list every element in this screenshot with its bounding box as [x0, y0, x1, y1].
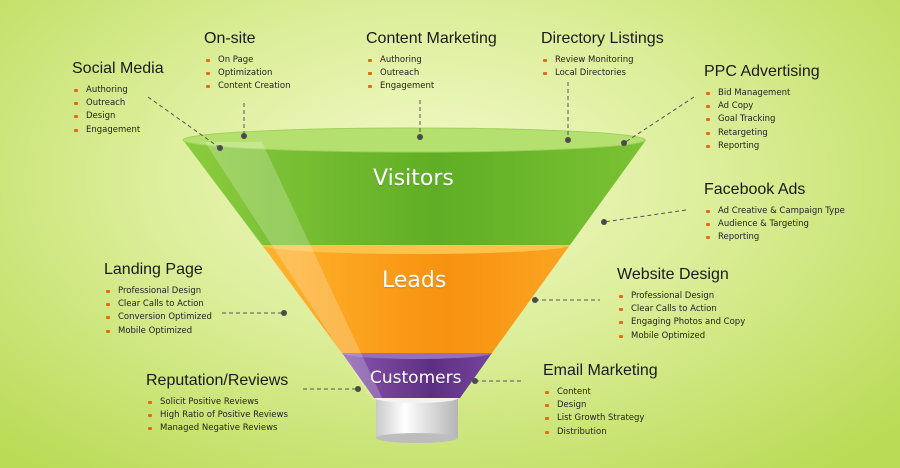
group-social-media: Social Media Authoring Outreach Design E…: [72, 60, 164, 137]
list-item: Solicit Positive Reviews: [146, 396, 288, 409]
group-reputation-reviews: Reputation/Reviews Solicit Positive Revi…: [146, 372, 288, 436]
list-item: Engaging Photos and Copy: [617, 316, 745, 329]
list-item: Content Creation: [204, 80, 290, 93]
list-item: List Growth Strategy: [543, 412, 658, 425]
list-item: Authoring: [72, 84, 164, 97]
group-title: Content Marketing: [366, 30, 497, 47]
list-item: Mobile Optimized: [104, 325, 212, 338]
list-item: Distribution: [543, 426, 658, 439]
list-item: Local Directories: [541, 67, 664, 80]
list-item: Goal Tracking: [704, 113, 820, 126]
stage-label-customers: Customers: [370, 368, 462, 388]
list-item: Outreach: [72, 97, 164, 110]
group-on-site: On-site On Page Optimization Content Cre…: [204, 30, 290, 94]
list-item: Reporting: [704, 140, 820, 153]
list-item: On Page: [204, 54, 290, 67]
list-item: Review Monitoring: [541, 54, 664, 67]
list-item: Optimization: [204, 67, 290, 80]
list-item: Outreach: [366, 67, 497, 80]
list-item: Professional Design: [617, 290, 745, 303]
list-item: Reporting: [704, 231, 845, 244]
list-item: Conversion Optimized: [104, 311, 212, 324]
group-landing-page: Landing Page Professional Design Clear C…: [104, 261, 212, 338]
list-item: Professional Design: [104, 285, 212, 298]
group-facebook-ads: Facebook Ads Ad Creative & Campaign Type…: [704, 181, 845, 245]
funnel-visitors-section: [183, 140, 646, 245]
funnel-leads-section: [262, 245, 570, 353]
funnel-customers-section: [342, 353, 492, 398]
group-title: Social Media: [72, 60, 164, 77]
group-title: Email Marketing: [543, 362, 658, 379]
funnel-spout: [376, 393, 458, 443]
list-item: Engagement: [72, 124, 164, 137]
group-title: On-site: [204, 30, 256, 47]
connector-lines: [147, 82, 695, 390]
stage-label-visitors: Visitors: [373, 166, 454, 191]
group-directory-listings: Directory Listings Review Monitoring Loc…: [541, 30, 664, 80]
group-email-marketing: Email Marketing Content Design List Grow…: [543, 362, 658, 439]
group-website-design: Website Design Professional Design Clear…: [617, 266, 745, 343]
group-content-marketing: Content Marketing Authoring Outreach Eng…: [366, 30, 497, 94]
list-item: Managed Negative Reviews: [146, 422, 288, 435]
connector-dots: [217, 133, 627, 392]
group-title: Website Design: [617, 266, 729, 283]
list-item: Ad Copy: [704, 100, 820, 113]
group-title: Directory Listings: [541, 30, 664, 47]
list-item: Content: [543, 386, 658, 399]
list-item: Design: [543, 399, 658, 412]
list-item: High Ratio of Positive Reviews: [146, 409, 288, 422]
list-item: Clear Calls to Action: [104, 298, 212, 311]
list-item: Ad Creative & Campaign Type: [704, 205, 845, 218]
group-title: Reputation/Reviews: [146, 372, 289, 389]
group-title: PPC Advertising: [704, 63, 820, 80]
list-item: Authoring: [366, 54, 497, 67]
list-item: Audience & Targeting: [704, 218, 845, 231]
group-title: Facebook Ads: [704, 181, 806, 198]
group-ppc-advertising: PPC Advertising Bid Management Ad Copy G…: [704, 63, 820, 153]
list-item: Design: [72, 110, 164, 123]
list-item: Clear Calls to Action: [617, 303, 745, 316]
funnel-rim: [182, 127, 646, 153]
stage-label-leads: Leads: [382, 268, 447, 293]
list-item: Bid Management: [704, 87, 820, 100]
group-title: Landing Page: [104, 261, 203, 278]
list-item: Mobile Optimized: [617, 330, 745, 343]
list-item: Retargeting: [704, 127, 820, 140]
list-item: Engagement: [366, 80, 497, 93]
